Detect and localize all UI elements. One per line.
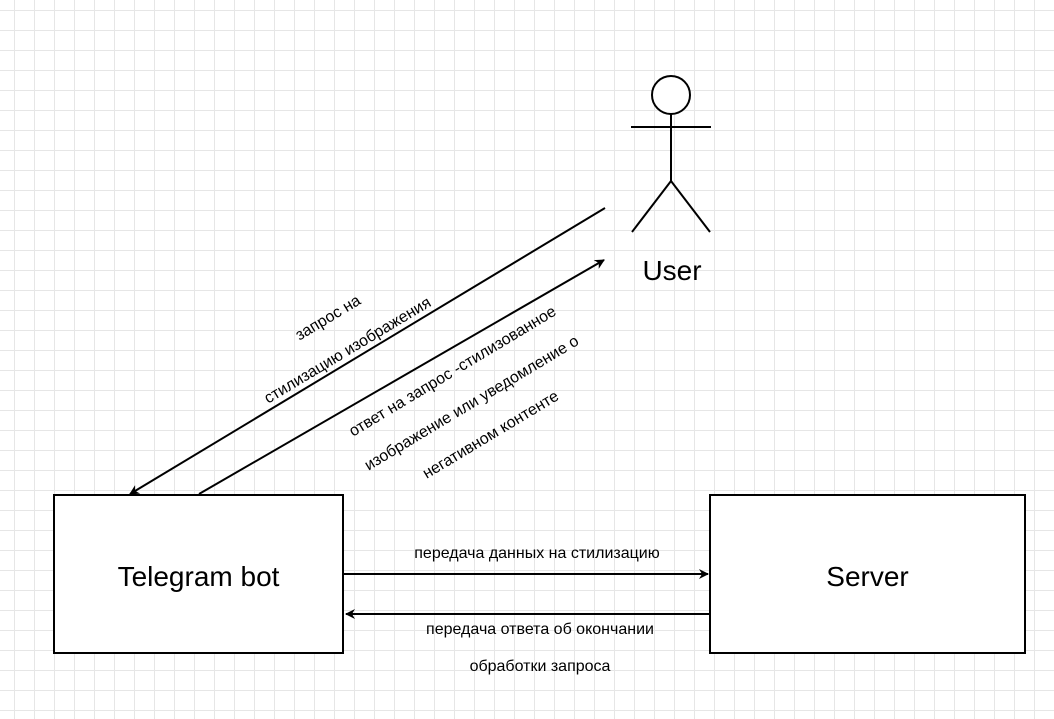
user-label: User xyxy=(642,255,701,286)
server-label: Server xyxy=(826,561,908,592)
user-head xyxy=(651,75,691,115)
server-node[interactable]: Server xyxy=(709,494,1026,654)
edge-user-to-bot[interactable] xyxy=(129,207,606,495)
user-right-leg xyxy=(670,180,711,233)
label-server-to-bot-line-2: обработки запроса xyxy=(470,658,611,675)
label-bot-to-user-line-3: негативном контенте xyxy=(420,388,562,483)
telegram-bot-label: Telegram bot xyxy=(118,561,280,592)
label-user-to-bot: запрос на стилизацию изображения xyxy=(261,292,434,407)
edge-bot-to-user[interactable] xyxy=(198,259,605,495)
telegram-bot-box xyxy=(53,494,344,654)
label-user-to-bot-line-1: запрос на xyxy=(293,292,364,344)
user-left-leg xyxy=(631,180,672,233)
label-bot-to-server: передача данных на стилизацию xyxy=(414,545,659,562)
server-box xyxy=(709,494,1026,654)
user-actor[interactable] xyxy=(631,75,711,233)
label-server-to-bot-line-1: передача ответа об окончании xyxy=(426,621,654,638)
telegram-bot-node[interactable]: Telegram bot xyxy=(53,494,344,654)
